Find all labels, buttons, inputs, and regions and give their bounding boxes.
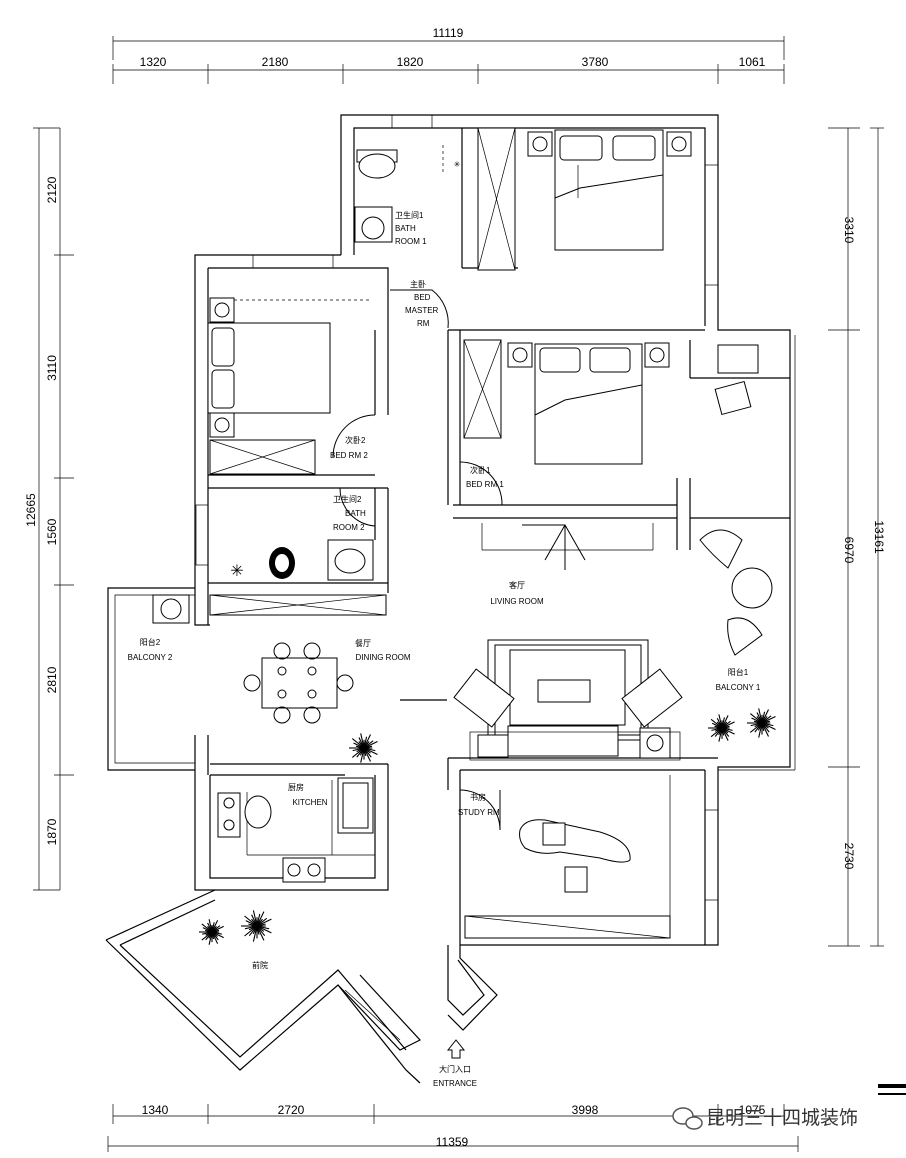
dim-right-1: 3310 xyxy=(842,217,856,244)
sink-icon xyxy=(354,206,393,243)
label-entrance-cn: 大门入口 xyxy=(439,1064,471,1074)
dim-bottom-2: 2720 xyxy=(278,1103,305,1117)
svg-text:✳: ✳ xyxy=(230,563,243,580)
dim-top-5: 1061 xyxy=(739,55,766,69)
bed2-icon xyxy=(207,297,372,438)
doors xyxy=(332,289,586,831)
wechat-icon xyxy=(672,1107,703,1130)
label-study-cn: 书房 xyxy=(470,792,486,802)
dim-top-total: 11119 xyxy=(433,26,464,40)
dim-left-4: 2810 xyxy=(45,666,59,693)
wardrobe-icon xyxy=(477,127,516,271)
dim-left-5: 1870 xyxy=(45,818,59,845)
plants xyxy=(199,708,776,945)
label-bed1-cn: 次卧1 xyxy=(470,465,491,475)
lounge-chairs-icon xyxy=(699,529,773,656)
desk-icon xyxy=(714,344,759,416)
plant-icon xyxy=(747,708,776,738)
dining-table-icon xyxy=(243,642,354,724)
dimension-lines xyxy=(33,36,884,1152)
plant-icon xyxy=(708,714,735,742)
entrance-arrow-icon xyxy=(446,1039,466,1059)
dim-top-1: 1320 xyxy=(140,55,167,69)
label-bed1-en: BED RM 1 xyxy=(466,480,504,489)
fridge-icon xyxy=(337,777,374,834)
label-master-en2: MASTER xyxy=(405,306,439,315)
label-dining-cn: 餐厅 xyxy=(355,639,371,648)
label-dining-en: DINING ROOM xyxy=(355,653,410,662)
label-study-en: STUDY RM xyxy=(458,808,500,817)
label-bath2-cn: 卫生间2 xyxy=(333,494,362,504)
sink-kitchen-icon xyxy=(217,792,272,838)
label-bath2-en1: BATH xyxy=(345,509,366,518)
label-bath2-en2: ROOM 2 xyxy=(333,523,365,532)
label-living-cn: 客厅 xyxy=(509,580,525,590)
bath2-sink-icon xyxy=(327,539,374,581)
dim-right-3: 2730 xyxy=(842,843,856,870)
dim-left-total: 12665 xyxy=(24,493,38,527)
label-bath1-en1: BATH xyxy=(395,224,416,233)
study-desk-icon xyxy=(519,819,631,893)
dim-left-2: 3110 xyxy=(45,355,59,381)
label-master-en1: BED xyxy=(414,293,431,302)
svg-text:✳: ✳ xyxy=(454,160,461,169)
dim-right-2: 6970 xyxy=(842,537,856,564)
label-garden-cn: 前院 xyxy=(252,960,268,970)
bed1-icon xyxy=(507,342,670,465)
bath2-toilet-icon xyxy=(269,547,295,579)
label-bath1-cn: 卫生间1 xyxy=(395,210,424,220)
wardrobe-bed2-icon xyxy=(209,439,316,475)
dim-top-4: 3780 xyxy=(582,55,609,69)
dim-bottom-4: 1075 xyxy=(739,1103,766,1117)
fixtures: ✳ xyxy=(152,127,773,893)
dim-left-3: 1560 xyxy=(45,518,59,545)
label-master-cn: 主卧 xyxy=(410,279,426,289)
label-living-en: LIVING ROOM xyxy=(490,597,544,606)
dim-left-1: 2120 xyxy=(45,176,59,203)
stove-icon xyxy=(282,857,326,883)
plant-icon xyxy=(349,733,378,763)
dim-right-total: 13161 xyxy=(872,520,886,554)
plant-icon xyxy=(241,910,272,942)
dim-bottom-total: 11359 xyxy=(436,1135,469,1149)
label-bed2-en: BED RM 2 xyxy=(330,451,368,460)
label-kitchen-en: KITCHEN xyxy=(292,798,327,807)
label-bed2-cn: 次卧2 xyxy=(345,435,366,445)
sofa-set-icon xyxy=(453,639,683,761)
dim-top-3: 1820 xyxy=(397,55,424,69)
wardrobe-bed1-icon xyxy=(463,339,502,439)
label-entrance-en: ENTRANCE xyxy=(433,1079,477,1088)
dim-top-2: 2180 xyxy=(262,55,289,69)
toilet-icon xyxy=(356,149,398,179)
plant-icon xyxy=(199,919,224,945)
walls xyxy=(105,114,796,1084)
dim-bottom-3: 3998 xyxy=(572,1103,599,1117)
label-bath1-en2: ROOM 1 xyxy=(395,237,427,246)
label-master-en3: RM xyxy=(417,319,430,328)
counter-icon xyxy=(209,594,387,616)
label-balcony1-en: BALCONY 1 xyxy=(716,683,761,692)
room-labels: 卫生间1 BATH ROOM 1 主卧 BED MASTER RM 次卧1 BE… xyxy=(128,210,761,1088)
master-bed-icon xyxy=(527,129,692,251)
label-balcony1-cn: 阳台1 xyxy=(728,667,749,677)
washing-machine-icon xyxy=(152,594,190,624)
label-balcony2-cn: 阳台2 xyxy=(140,637,161,647)
watermark: 昆明三十四城装饰 xyxy=(672,1084,906,1130)
label-kitchen-cn: 厨房 xyxy=(288,782,304,792)
dim-bottom-1: 1340 xyxy=(142,1103,169,1117)
label-balcony2-en: BALCONY 2 xyxy=(128,653,173,662)
watermark-text: 昆明三十四城装饰 xyxy=(706,1107,858,1129)
dimension-labels: 11119 1320 2180 1820 3780 1061 1340 2720… xyxy=(24,26,886,1149)
